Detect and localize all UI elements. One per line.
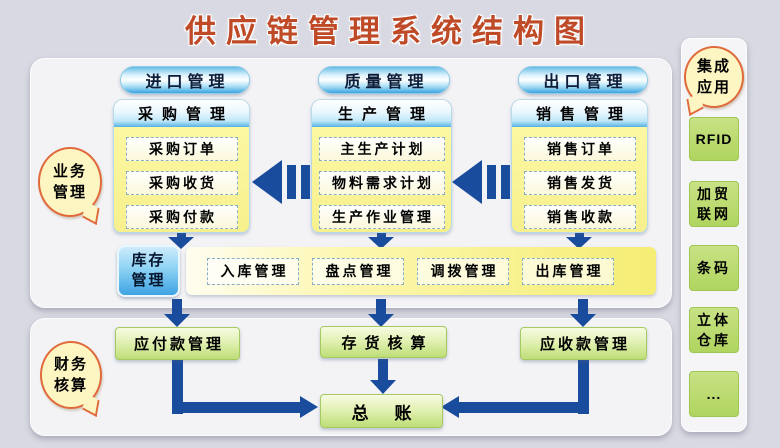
item-master-production-plan: 主生产计划 [318, 137, 445, 161]
sidebar-item-trade-network: 加贸联网 [689, 181, 739, 227]
item-stocktaking-management: 盘点管理 [312, 257, 404, 285]
arrow-left-bar [501, 165, 510, 199]
sidebar-item-label: RFID [695, 130, 733, 147]
arrow-left-head [252, 160, 282, 204]
arrow-left-bar [487, 165, 496, 199]
elbow-arrow-left-vertical [172, 358, 183, 414]
finance-accounting-bubble: 财务核算 [40, 341, 102, 409]
production-items: 主生产计划 物料需求计划 生产作业管理 [312, 127, 451, 229]
receivables-management-box: 应收款管理 [520, 327, 647, 360]
sidebar-item-more: ... [689, 371, 739, 417]
sidebar-item-label: 立体仓库 [697, 311, 731, 348]
page-title: 供应链管理系统结构图 [185, 14, 595, 49]
arrow-down-icon [368, 299, 394, 327]
subheader-procurement-management: 采购管理 [114, 100, 249, 127]
item-transfer-management: 调拨管理 [417, 257, 509, 285]
arrow-left-bar [287, 165, 296, 199]
inventory-box-label: 库存管理 [131, 251, 166, 289]
arrow-down-icon [570, 299, 596, 327]
general-ledger-box: 总账 [320, 394, 443, 428]
elbow-arrow-right-vertical [578, 358, 589, 414]
sidebar-item-barcode: 条码 [689, 245, 739, 291]
item-outbound-management: 出库管理 [522, 257, 614, 285]
procurement-column: 采购管理 采购订单 采购收货 采购付款 [113, 99, 250, 233]
item-material-requirements-plan: 物料需求计划 [318, 171, 445, 195]
business-management-bubble: 业务管理 [38, 147, 102, 217]
integration-apps-bubble: 集成应用 [684, 46, 744, 108]
arrow-down-icon [164, 299, 190, 327]
item-production-operation-management: 生产作业管理 [318, 205, 445, 229]
sidebar-item-rfid: RFID [689, 117, 739, 161]
header-quality-management: 质量管理 [318, 66, 450, 94]
header-export-management: 出口管理 [518, 66, 648, 94]
item-purchase-payment: 采购付款 [125, 205, 238, 229]
arrow-right-icon [300, 396, 318, 418]
sidebar-item-label: ... [706, 385, 722, 402]
item-purchase-order: 采购订单 [125, 137, 238, 161]
subheader-sales-management: 销售管理 [512, 100, 647, 127]
production-column: 生产管理 主生产计划 物料需求计划 生产作业管理 [311, 99, 452, 233]
sidebar-item-label: 条码 [697, 259, 731, 276]
arrow-left-bar [301, 165, 310, 199]
arrow-left-icon [441, 396, 459, 418]
arrow-left-icon [452, 160, 510, 204]
subheader-production-management: 生产管理 [312, 100, 451, 127]
arrow-left-head [452, 160, 482, 204]
payables-management-box: 应付款管理 [115, 327, 240, 360]
sidebar-item-stereo-warehouse: 立体仓库 [689, 307, 739, 353]
inventory-bar: 入库管理 盘点管理 调拨管理 出库管理 [186, 247, 656, 295]
bubble-label: 财务核算 [53, 356, 88, 394]
inventory-accounting-box: 存货核算 [320, 326, 447, 358]
sales-items: 销售订单 销售发货 销售收款 [512, 127, 647, 229]
item-sales-order: 销售订单 [523, 137, 636, 161]
inventory-management-box: 库存管理 [117, 245, 180, 297]
sales-column: 销售管理 销售订单 销售发货 销售收款 [511, 99, 648, 233]
arrow-left-icon [252, 160, 310, 204]
item-sales-delivery: 销售发货 [523, 171, 636, 195]
arrow-down-icon [370, 359, 396, 394]
bubble-label: 集成应用 [696, 58, 731, 96]
item-sales-collection: 销售收款 [523, 205, 636, 229]
sidebar-item-label: 加贸联网 [697, 185, 731, 222]
elbow-arrow-right-horizontal [459, 402, 589, 413]
item-inbound-management: 入库管理 [207, 257, 299, 285]
bubble-label: 业务管理 [52, 163, 87, 201]
item-purchase-receiving: 采购收货 [125, 171, 238, 195]
procurement-items: 采购订单 采购收货 采购付款 [114, 127, 249, 229]
header-import-management: 进口管理 [120, 66, 250, 94]
elbow-arrow-left-horizontal [172, 402, 302, 413]
